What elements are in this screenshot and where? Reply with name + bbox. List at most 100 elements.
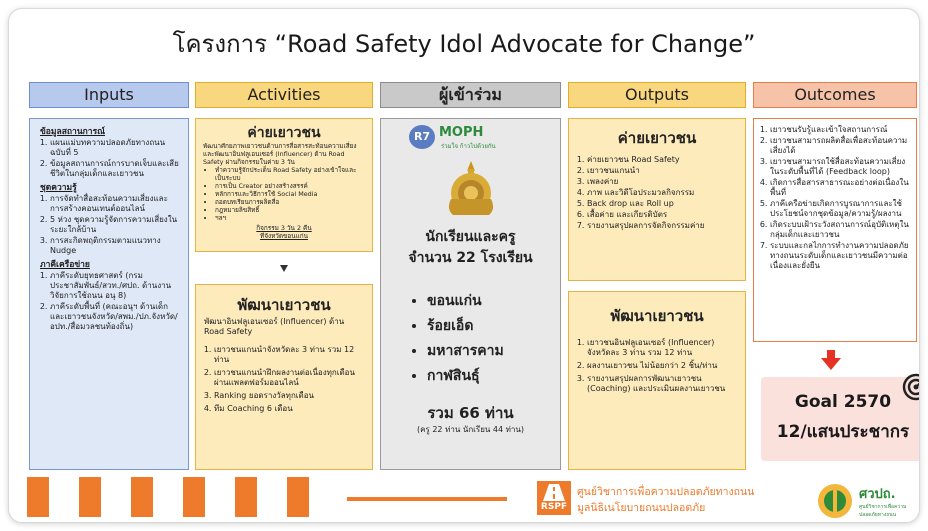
participants-note: (ครู 22 ท่าน นักเรียน 44 ท่าน): [417, 425, 524, 434]
inputs-section1-title: ข้อมูลสถานการณ์: [40, 127, 106, 137]
header-activities: Activities: [195, 82, 373, 108]
participants-box: R7 MOPH ร่วมใจ ก้าวไปด้วยกัน นักเรียนและ…: [380, 118, 561, 470]
outputs-dev-title: พัฒนาเยาวชน: [610, 307, 704, 325]
outputs-camp-list: ค่ายเยาวชน Road Safety เยาวชนแกนนำ เพลงค…: [577, 155, 737, 231]
activities-camp-title: ค่ายเยาวชน: [247, 125, 321, 141]
list-item: ภาคีเครือข่ายเกิดการบูรณาการและใช้ประโยช…: [770, 199, 910, 219]
list-item: กาฬสินธุ์: [427, 364, 504, 389]
inputs-section1-list: แผนแม่บทความปลอดภัยทางถนนฉบับที่ 5 ข้อมู…: [40, 138, 180, 179]
sor-logo-text: ศวปถ.: [859, 487, 896, 502]
infographic-frame: โครงการ “Road Safety Idol Advocate for C…: [8, 8, 920, 523]
list-item: เยาวชนแกนนำจังหวัดละ 3 ท่าน รวม 12 ท่าน: [214, 345, 364, 365]
list-item: ข้อมูลสถานการณ์การบาดเจ็บและเสียชีวิตในก…: [50, 159, 180, 179]
inputs-section2-title: ชุดความรู้: [40, 183, 77, 193]
outcomes-list: เยาวชนรับรู้และเข้าใจสถานการณ์ เยาวชนสาม…: [760, 125, 910, 271]
r7-logo: R7: [409, 125, 435, 149]
inputs-box: ข้อมูลสถานการณ์ แผนแม่บทความปลอดภัยทางถน…: [29, 118, 189, 470]
sor-logo-icon: [818, 484, 852, 518]
footer: RSPF ศูนย์วิชาการเพื่อความปลอดภัยทางถนน …: [17, 471, 919, 522]
list-item: ภาคีระดับยุทธศาสตร์ (กรมประชาสัมพันธ์/สว…: [50, 271, 180, 301]
road-stripe: [131, 477, 153, 517]
list-item: ร้อยเอ็ด: [427, 314, 504, 339]
activities-camp-footer1: กิจกรรม 3 วัน 2 คืน: [256, 224, 312, 232]
list-item: เยาวชนแกนนำ: [587, 166, 737, 176]
list-item: เยาวชนสามารถผลิตสื่อเพื่อสะท้อนความเสี่ย…: [770, 136, 910, 156]
inputs-section3-list: ภาคีระดับยุทธศาสตร์ (กรมประชาสัมพันธ์/สว…: [40, 271, 180, 332]
list-item: Back drop และ Roll up: [587, 199, 737, 209]
activities-camp-intro: พัฒนาศักยภาพเยาวชนด้านการสื่อสารสะท้อนคว…: [203, 142, 357, 166]
arrow-down-icon: [280, 265, 288, 272]
list-item: หลักการและวิธีการใช้ Social Media: [215, 190, 365, 198]
list-item: รายงานสรุปผลการพัฒนาเยาวชน (Coaching) แล…: [587, 374, 737, 394]
inputs-section3-title: ภาคีเครือข่าย: [40, 260, 90, 270]
list-item: เยาวชนอินฟลูเอนเซอร์ (Influencer) จังหวั…: [587, 338, 737, 358]
list-item: แผนแม่บทความปลอดภัยทางถนนฉบับที่ 5: [50, 138, 180, 158]
road-stripe: [79, 477, 101, 517]
rspf-logo-text: RSPF: [540, 502, 568, 512]
list-item: Ranking ยอดรางวัลทุกเดือน: [214, 391, 364, 401]
participants-line2: จำนวน 22 โรงเรียน: [408, 250, 533, 266]
activities-dev-box: พัฒนาเยาวชน พัฒนาอินฟลูเอนเซอร์ (Influen…: [195, 284, 373, 470]
activities-dev-intro: พัฒนาอินฟลูเอนเซอร์ (Influencer) ด้าน Ro…: [204, 317, 345, 336]
list-item: ถอดบทเรียนการผลิตสื่อ: [215, 198, 365, 206]
list-item: การสะกิดพฤติกรรมตามแนวทาง Nudge: [50, 236, 180, 256]
list-item: ผลงานเยาวชน ไม่น้อยกว่า 2 ชิ้น/ท่าน: [587, 361, 737, 371]
list-item: เยาวชนสามารถใช้สื่อสะท้อนความเสี่ยงในระด…: [770, 157, 910, 177]
list-item: ทีม Coaching 6 เดือน: [214, 404, 364, 414]
road-stripe: [235, 477, 257, 517]
moph-logo-text: MOPH: [439, 125, 484, 140]
outputs-camp-box: ค่ายเยาวชน ค่ายเยาวชน Road Safety เยาวชน…: [568, 118, 746, 281]
list-item: เกิดการสื่อสารสาธารณะอย่างต่อเนื่องในพื้…: [770, 178, 910, 198]
activities-camp-box: ค่ายเยาวชน พัฒนาศักยภาพเยาวชนด้านการสื่อ…: [195, 118, 373, 252]
list-item: ค่ายเยาวชน Road Safety: [587, 155, 737, 165]
goal-box: Goal 2570 12/แสนประชากร: [761, 377, 919, 461]
rspf-road-icon: [543, 484, 565, 501]
list-item: เกิดระบบเฝ้าระวังสถานการณ์อุบัติเหตุในกล…: [770, 220, 910, 240]
participants-total: รวม 66 ท่าน: [427, 404, 514, 422]
footer-org-line2: มูลนิธิเนโยบายถนนปลอดภัย: [577, 502, 706, 514]
outputs-camp-title: ค่ายเยาวชน: [617, 129, 697, 147]
header-inputs: Inputs: [29, 82, 189, 108]
road-stripe: [183, 477, 205, 517]
list-item: รายงานสรุปผลการจัดกิจกรรมค่าย: [587, 221, 737, 231]
outputs-dev-list: เยาวชนอินฟลูเอนเซอร์ (Influencer) จังหวั…: [577, 338, 737, 394]
header-outcomes: Outcomes: [753, 82, 917, 108]
list-item: ภาพ และวิดีโอประมวลกิจกรรม: [587, 188, 737, 198]
list-item: เยาวชนรับรู้และเข้าใจสถานการณ์: [770, 125, 910, 135]
ministry-emblem-icon: [448, 161, 494, 215]
arrow-down-red-icon: [821, 350, 841, 370]
sor-logo: ศวปถ. ศูนย์วิชาการเพื่อความปลอดภัยทางถนน: [815, 481, 919, 521]
list-item: เสื้อค่าย และเกียรติบัตร: [587, 210, 737, 220]
moph-logo: R7 MOPH ร่วมใจ ก้าวไปด้วยกัน: [409, 125, 534, 153]
activities-camp-list: ทำความรู้จักประเด็น Road Safety อย่างเข้…: [203, 166, 365, 222]
road-stripe: [287, 477, 309, 517]
list-item: มหาสารคาม: [427, 339, 504, 364]
activities-camp-footer2: ที่จังหวัดขอนแก่น: [260, 232, 308, 240]
list-item: ฯลฯ: [215, 214, 365, 222]
list-item: ทำความรู้จักประเด็น Road Safety อย่างเข้…: [215, 166, 365, 182]
activities-dev-list: เยาวชนแกนนำจังหวัดละ 3 ท่าน รวม 12 ท่าน …: [204, 345, 364, 414]
list-item: ขอนแก่น: [427, 289, 504, 314]
footer-org-line1: ศูนย์วิชาการเพื่อความปลอดภัยทางถนน: [577, 486, 755, 498]
rspf-logo: RSPF: [537, 481, 571, 515]
participants-main: นักเรียนและครู จำนวน 22 โรงเรียน: [381, 227, 560, 269]
inputs-section2-list: การจัดทำสื่อสะท้อนความเสี่ยงและการสร้างค…: [40, 194, 180, 256]
target-icon: [902, 373, 919, 401]
outcomes-box: เยาวชนรับรู้และเข้าใจสถานการณ์ เยาวชนสาม…: [753, 118, 917, 342]
header-outputs: Outputs: [568, 82, 746, 108]
page-title: โครงการ “Road Safety Idol Advocate for C…: [172, 30, 756, 58]
goal-year: Goal 2570: [794, 392, 892, 412]
list-item: การจัดทำสื่อสะท้อนความเสี่ยงและการสร้างค…: [50, 194, 180, 214]
participants-line1: นักเรียนและครู: [425, 229, 516, 245]
sor-logo-subtext: ศูนย์วิชาการเพื่อความปลอดภัยทางถนน: [859, 504, 907, 518]
list-item: ระบบและกลไกการทำงานความปลอดภัยทางถนนระดั…: [770, 241, 910, 271]
outputs-dev-box: พัฒนาเยาวชน เยาวชนอินฟลูเอนเซอร์ (Influe…: [568, 291, 746, 470]
list-item: กฎหมายลิขสิทธิ์: [215, 206, 365, 214]
list-item: การเป็น Creator อย่างสร้างสรรค์: [215, 182, 365, 190]
list-item: เพลงค่าย: [587, 177, 737, 187]
list-item: เยาวชนแกนนำฝึกผลงานต่อเนื่องทุกเดือนผ่าน…: [214, 368, 364, 388]
province-list: ขอนแก่น ร้อยเอ็ด มหาสารคาม กาฬสินธุ์: [411, 289, 504, 389]
goal-target: 12/แสนประชากร: [776, 422, 910, 442]
moph-logo-subtext: ร่วมใจ ก้าวไปด้วยกัน: [441, 143, 496, 150]
list-item: 5 ห่วง ชุดความรู้จัดการความเสี่ยงในระยะใ…: [50, 215, 180, 235]
